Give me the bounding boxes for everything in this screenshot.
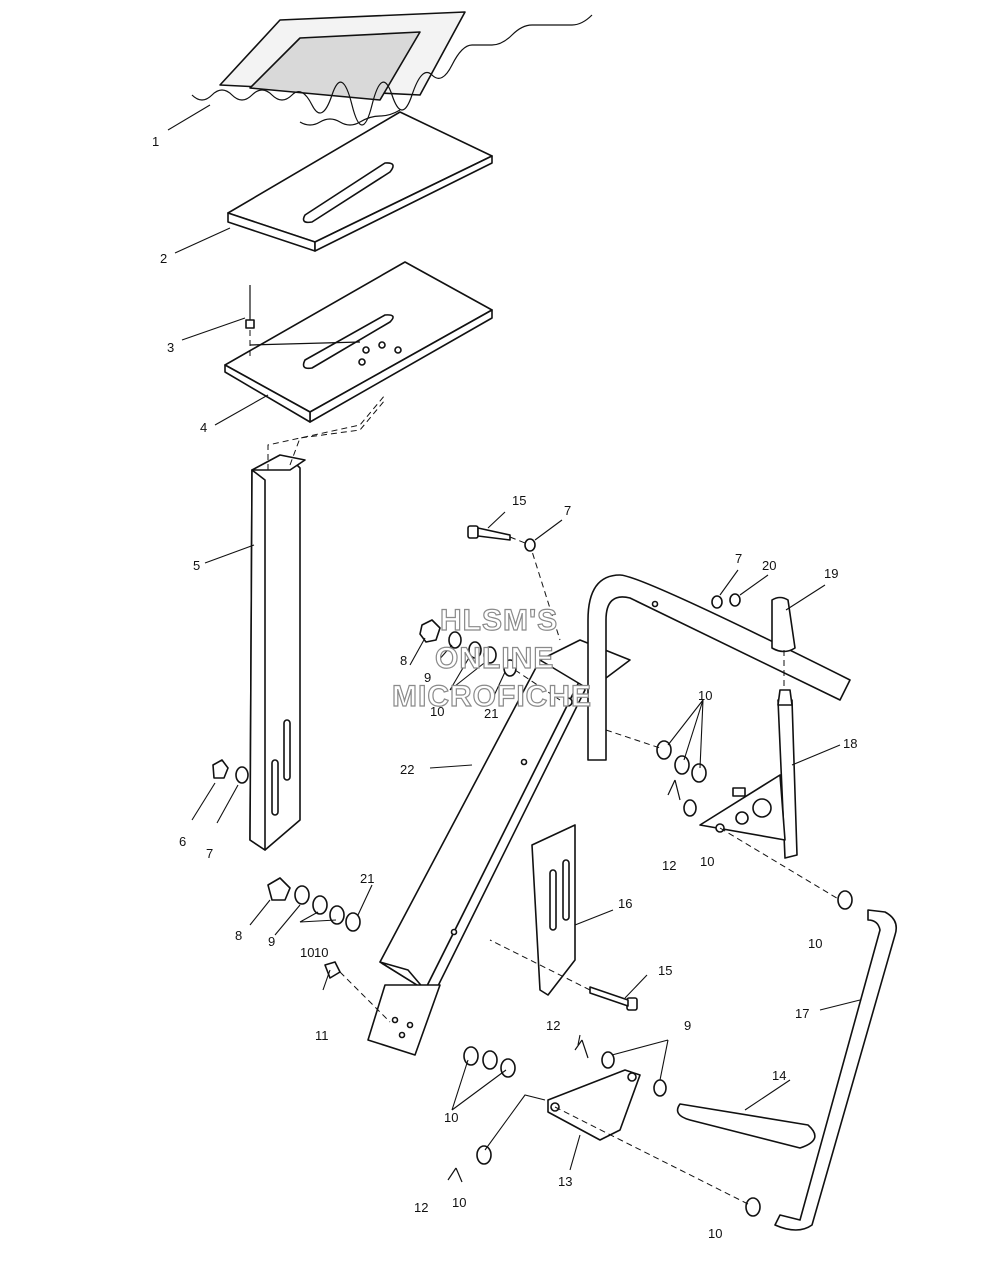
callout-10-washer-10: 10 [314,945,328,960]
watermark: HLSM'S ONLINE MICROFICHE [391,603,592,713]
part-17-rod [774,909,898,1231]
part-22-frame-channel [367,639,631,1056]
callout-18: 18 [843,736,857,751]
callout-10-lower-left: 10 [300,945,314,960]
watermark-line2: ONLINE [435,642,554,675]
part-19-knob [771,596,796,690]
watermark-line3: MICROFICHE [392,680,592,713]
callout-10-bottom-right: 10 [708,1226,722,1241]
callout-10-upper: 10 [430,704,444,719]
part-13-link [547,1069,641,1141]
callout-16: 16 [618,896,632,911]
callout-10-right: 10 [808,936,822,951]
part-1-mat [191,11,593,126]
callout-7-upper: 7 [564,503,571,518]
callout-15-lower: 15 [658,963,672,978]
callout-10-lever: 10 [700,854,714,869]
callout-7-right: 7 [735,551,742,566]
callout-22: 22 [400,762,414,777]
callout-8-lower: 8 [235,928,242,943]
part-16-bracket [531,824,576,996]
callout-17: 17 [795,1006,809,1021]
callout-10-lower-mid: 10 [444,1110,458,1125]
watermark-line1: HLSM'S [440,604,558,637]
callout-10-handle: 10 [698,688,712,703]
part-2-plate [227,111,493,252]
callout-4: 4 [200,420,207,435]
callout-2: 2 [160,251,167,266]
leader-lines [167,104,861,1171]
callout-5: 5 [193,558,200,573]
callout-15-upper: 15 [512,493,526,508]
callout-20: 20 [762,558,776,573]
callout-7-left: 7 [206,846,213,861]
callout-1: 1 [152,134,159,149]
callout-9-upper: 9 [424,670,431,685]
callout-11: 11 [315,1028,329,1043]
callout-9-lower: 9 [268,934,275,949]
callout-10-bottom: 10 [452,1195,466,1210]
part-3-pin [245,285,361,360]
hardware [212,525,853,1217]
callout-12-mid: 12 [546,1018,560,1033]
callout-9-mid: 9 [684,1018,691,1033]
part-18-lever [699,689,798,859]
callout-21-lower: 21 [360,871,374,886]
callout-21-upper: 21 [484,706,498,721]
callout-14: 14 [772,1068,786,1083]
callout-19: 19 [824,566,838,581]
part-14-pedal-arm [676,1103,816,1149]
callout-12-upper: 12 [662,858,676,873]
part-5-post [249,394,386,851]
callout-3: 3 [167,340,174,355]
callout-6: 6 [179,834,186,849]
handle-bar [587,574,851,761]
callout-labels: 1 2 3 4 5 6 7 8 9 10 21 22 15 7 7 20 19 … [152,134,857,1241]
callout-12-lower: 12 [414,1200,428,1215]
callout-13: 13 [558,1174,572,1189]
callout-8-upper: 8 [400,653,407,668]
part-4-base-plate [224,261,493,423]
